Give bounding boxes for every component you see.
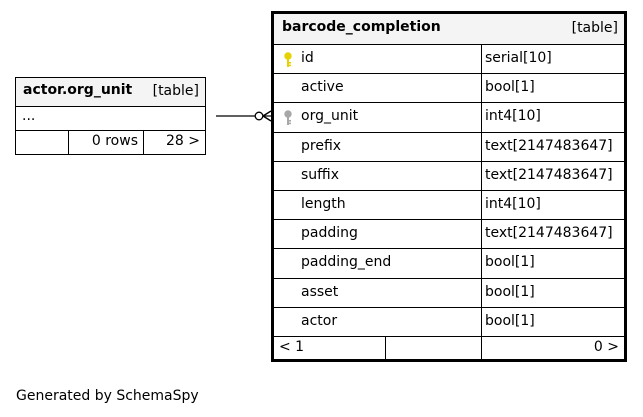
foreign-key-icon <box>283 110 293 126</box>
generated-by-text: Generated by SchemaSpy <box>16 388 199 404</box>
column-row-suffix: suffix text[2147483647] <box>274 161 624 191</box>
ellipsis-text: ... <box>22 108 36 124</box>
column-row-prefix: prefix text[2147483647] <box>274 132 624 162</box>
footer-cell-empty <box>386 336 482 360</box>
column-divider <box>481 220 482 249</box>
column-type: bool[1] <box>485 79 535 96</box>
table-footer: < 1 0 > <box>274 336 624 360</box>
column-name: prefix <box>301 137 342 154</box>
column-row-length: length int4[10] <box>274 190 624 221</box>
column-row-padding: padding text[2147483647] <box>274 220 624 250</box>
crowfoot-upper <box>262 110 272 117</box>
table-kind: [table] <box>152 83 199 99</box>
column-name: org_unit <box>301 108 359 125</box>
column-divider <box>481 161 482 190</box>
column-row-asset: asset bool[1] <box>274 278 624 308</box>
column-type: bool[1] <box>485 254 535 271</box>
column-divider <box>481 103 482 132</box>
column-divider <box>481 45 482 74</box>
column-row-id: id serial[10] <box>274 45 624 75</box>
table-footer: 0 rows 28 > <box>16 131 205 154</box>
column-type: int4[10] <box>485 108 541 125</box>
column-divider <box>481 307 482 336</box>
column-divider <box>481 190 482 220</box>
column-name: actor <box>301 312 338 329</box>
table-kind: [table] <box>571 20 618 36</box>
column-name: asset <box>301 283 339 300</box>
column-type: text[2147483647] <box>485 137 613 154</box>
table-header: barcode_completion [table] <box>274 14 624 45</box>
column-type: bool[1] <box>485 312 535 329</box>
column-divider <box>481 249 482 278</box>
parents-count-text[interactable]: < 1 <box>279 338 305 355</box>
footer-cell-empty <box>16 131 69 154</box>
column-row-active: active bool[1] <box>274 74 624 104</box>
column-divider <box>481 132 482 161</box>
columns-ellipsis: ... <box>16 107 205 131</box>
column-type: text[2147483647] <box>485 225 613 242</box>
table-name[interactable]: barcode_completion <box>282 19 441 35</box>
barcode-completion-table[interactable]: barcode_completion [table] id serial[10] a… <box>271 11 627 362</box>
column-row-actor: actor bool[1] <box>274 307 624 337</box>
children-count[interactable]: 28 > <box>144 131 205 154</box>
column-type: text[2147483647] <box>485 166 613 183</box>
column-row-org-unit: org_unit int4[10] <box>274 103 624 133</box>
actor-org-unit-table[interactable]: actor.org_unit [table] ... 0 rows 28 > <box>15 77 206 155</box>
optional-circle <box>254 111 264 121</box>
column-rows: id serial[10] active bool[1] org_unit int4[10… <box>274 45 624 337</box>
column-type: int4[10] <box>485 195 541 212</box>
column-divider <box>481 74 482 103</box>
primary-key-icon <box>283 52 293 68</box>
children-count-text: 0 > <box>593 338 619 355</box>
column-row-padding-end: padding_end bool[1] <box>274 249 624 279</box>
column-type: bool[1] <box>485 283 535 300</box>
column-name: padding_end <box>301 254 392 271</box>
column-name: padding <box>301 225 358 242</box>
children-count: 0 > <box>482 337 624 360</box>
parents-count[interactable]: < 1 <box>274 336 386 360</box>
row-count-text: 0 rows <box>91 133 138 149</box>
row-count: 0 rows <box>69 131 144 154</box>
column-name: length <box>301 195 346 212</box>
table-name[interactable]: actor.org_unit <box>23 82 133 98</box>
column-divider <box>481 278 482 307</box>
column-name: active <box>301 79 344 96</box>
crowfoot-lower <box>262 115 272 122</box>
column-name: suffix <box>301 166 339 183</box>
table-header: actor.org_unit [table] <box>16 78 205 107</box>
column-name: id <box>301 50 314 66</box>
children-count-text[interactable]: 28 > <box>166 133 200 149</box>
column-type: serial[10] <box>485 50 552 66</box>
